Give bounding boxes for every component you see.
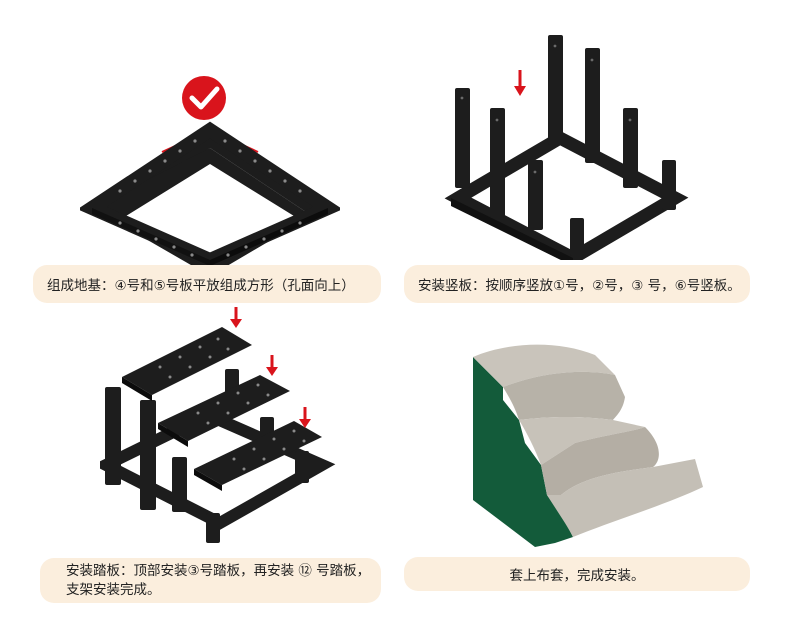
step3-caption-line2: 支架安装完成。 <box>66 581 161 600</box>
step4-covered-stairs-illustration <box>465 325 715 550</box>
step4-caption-text: 套上布套，完成安装。 <box>510 564 645 584</box>
down-arrow-icon <box>230 307 242 328</box>
step2-caption-text: 安装竖板：按顺序竖放①号，②号，③ 号，⑥号竖板。 <box>418 274 741 294</box>
down-arrow-icon <box>266 355 278 376</box>
step2-caption: 安装竖板：按顺序竖放①号，②号，③ 号，⑥号竖板。 <box>404 265 750 303</box>
step4-caption: 套上布套，完成安装。 <box>404 557 750 591</box>
checkmark-icon <box>182 76 226 120</box>
step1-caption-text: 组成地基：④号和⑤号板平放组成方形（孔面向上） <box>47 274 355 294</box>
step1-base-frame-illustration <box>80 70 340 270</box>
step3-caption-line1: 安装踏板：顶部安装③号踏板，再安装 ⑫ 号踏板， <box>66 562 370 581</box>
base-frame <box>451 138 675 260</box>
base-frame <box>92 130 328 270</box>
panel-number-marks <box>461 45 632 174</box>
step1-caption: 组成地基：④号和⑤号板平放组成方形（孔面向上） <box>33 265 381 303</box>
step2-vertical-panels-illustration <box>440 30 690 260</box>
down-arrow-icon <box>514 70 526 96</box>
step3-caption: 安装踏板：顶部安装③号踏板，再安装 ⑫ 号踏板， 支架安装完成。 <box>40 558 381 603</box>
step3-treads-illustration <box>100 305 340 550</box>
down-arrow-icon <box>299 407 311 428</box>
